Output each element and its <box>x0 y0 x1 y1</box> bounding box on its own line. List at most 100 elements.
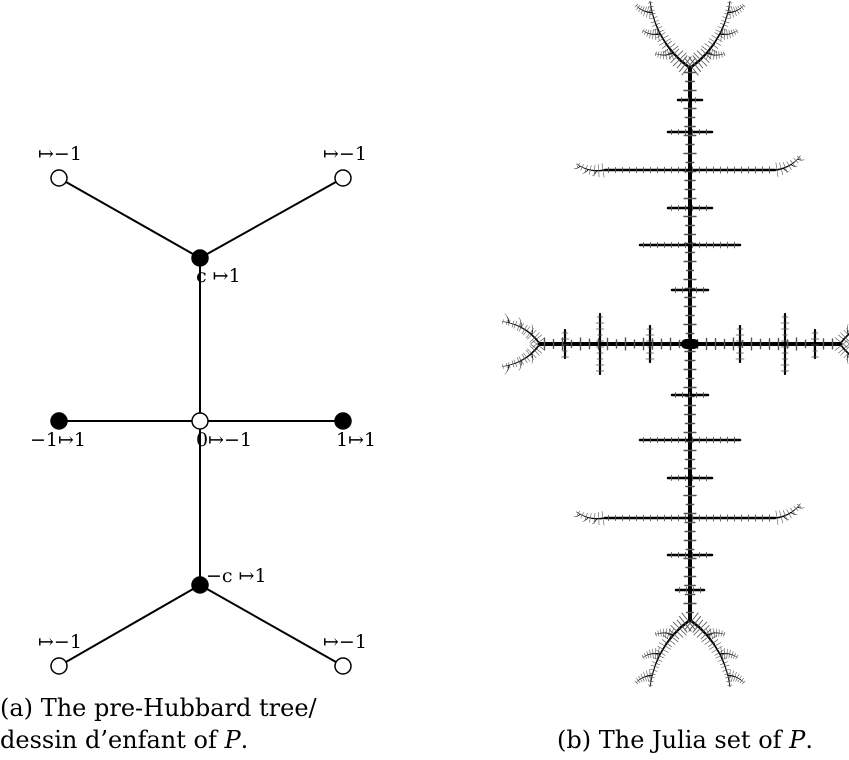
julia-branch <box>672 52 687 67</box>
vertex-bottom-left <box>50 657 68 675</box>
julia-branch <box>504 373 506 375</box>
julia-branch <box>720 51 723 58</box>
julia-branch <box>719 22 728 27</box>
julia-branch <box>652 648 654 659</box>
caption-a-end: . <box>241 726 249 754</box>
julia-branch <box>641 28 645 34</box>
julia-branch <box>735 28 739 34</box>
julia-branch <box>726 680 732 683</box>
julia-branch <box>640 6 645 15</box>
julia-branch <box>660 629 662 637</box>
julia-branch <box>657 630 660 637</box>
vertex-zero <box>191 412 209 430</box>
vertex-minus-c <box>191 576 209 594</box>
julia-branch <box>532 337 546 348</box>
julia-branch <box>636 4 641 10</box>
julia-branch <box>652 657 663 662</box>
julia-branch <box>658 38 672 46</box>
julia-branch <box>508 319 511 326</box>
julia-branch <box>668 48 680 60</box>
julia-branch <box>711 35 723 43</box>
julia-branch <box>649 29 652 39</box>
julia-branch <box>726 648 728 659</box>
julia-branch <box>521 324 528 335</box>
julia-branch <box>790 507 796 515</box>
julia-branch <box>652 29 654 40</box>
julia-branch <box>654 647 657 660</box>
julia-branch <box>502 364 510 367</box>
julia-branch <box>638 675 643 683</box>
julia-branch <box>722 668 731 672</box>
julia-branch <box>646 6 649 18</box>
julia-branch <box>601 163 605 178</box>
julia-branch <box>638 5 643 13</box>
julia-branch <box>601 511 605 526</box>
julia-branch <box>504 313 506 315</box>
julia-branch <box>525 349 534 360</box>
julia-branch <box>643 6 647 17</box>
julia-branch <box>654 28 657 41</box>
tree-edge-bottom-right <box>199 584 344 667</box>
julia-branch <box>676 55 688 69</box>
julia-branch <box>727 684 733 686</box>
julia-branch <box>775 510 779 525</box>
julia-branch <box>646 29 650 37</box>
julia-branch <box>654 29 665 35</box>
julia-branch <box>708 639 719 648</box>
julia-branch <box>652 22 661 27</box>
julia-branch <box>584 512 588 521</box>
julia-branch <box>728 29 731 39</box>
julia-branch <box>648 5 654 8</box>
julia-branch <box>711 645 723 653</box>
julia-branch <box>506 362 508 369</box>
tree-edge-top-right <box>199 177 344 259</box>
julia-branch <box>529 345 540 356</box>
julia-branch <box>593 164 596 177</box>
julia-branch <box>592 523 594 525</box>
julia-branch <box>520 356 528 362</box>
julia-branch <box>514 360 522 364</box>
julia-branch <box>664 628 668 639</box>
julia-branch <box>782 162 788 173</box>
julia-branch <box>782 510 788 521</box>
julia-branch <box>793 506 799 512</box>
julia-branch <box>729 6 731 19</box>
julia-branch <box>719 661 728 666</box>
julia-branch <box>700 628 712 640</box>
julia-branch <box>839 343 845 350</box>
julia-branch <box>723 28 726 41</box>
julia-branch <box>847 361 849 364</box>
julia-branch <box>592 175 594 177</box>
julia-branch <box>518 317 520 319</box>
julia-branch <box>843 348 849 355</box>
julia-branch <box>846 355 849 360</box>
julia-branch <box>723 51 726 57</box>
julia-branch <box>649 6 651 19</box>
julia-branch <box>665 45 679 57</box>
julia-branch <box>649 669 651 682</box>
julia-set <box>502 0 849 688</box>
julia-branch <box>688 615 702 632</box>
julia-branch <box>737 675 742 683</box>
julia-branch <box>725 676 732 679</box>
julia-branch <box>720 630 723 637</box>
julia-branch <box>652 661 661 666</box>
julia-branch <box>520 326 528 332</box>
caption-b-tag: (b) <box>557 726 591 754</box>
julia-branch <box>727 2 733 4</box>
julia-branch <box>505 372 507 374</box>
julia-branch <box>793 158 799 164</box>
julia-branch <box>641 654 645 660</box>
caption-a-line2: dessin d’enfant of P. <box>0 726 248 754</box>
julia-branch <box>535 343 541 350</box>
julia-branch <box>693 621 708 636</box>
julia-branch <box>666 48 671 60</box>
julia-branch <box>717 657 728 662</box>
julia-branch <box>665 631 679 643</box>
julia-branch <box>735 673 740 682</box>
julia-branch <box>796 503 802 508</box>
caption-b-end: . <box>805 726 813 754</box>
julia-branch <box>700 48 712 60</box>
julia-branch <box>511 320 515 328</box>
julia-branch <box>640 673 645 682</box>
